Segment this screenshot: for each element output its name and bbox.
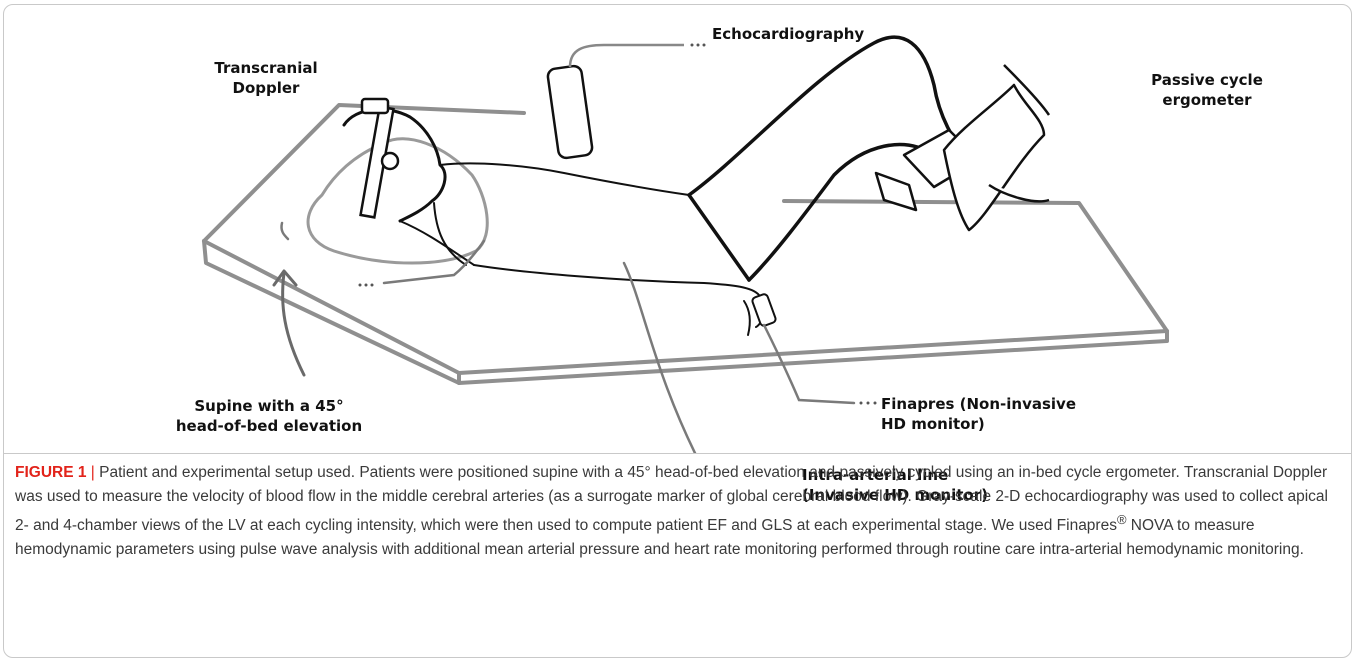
cycle-ergometer-drawing bbox=[876, 65, 1049, 230]
caption-separator: | bbox=[86, 464, 99, 481]
figure-caption: FIGURE 1 | Patient and experimental setu… bbox=[15, 461, 1345, 561]
figure-frame: Transcranial Doppler Echocardiography Pa… bbox=[3, 4, 1352, 658]
caption-divider bbox=[4, 453, 1351, 454]
transcranial-doppler-headset bbox=[361, 99, 398, 217]
patient-drawing bbox=[344, 37, 1014, 335]
label-transcranial-doppler: Transcranial Doppler bbox=[200, 58, 332, 98]
label-echocardiography: Echocardiography bbox=[712, 24, 902, 44]
finapres-cuff bbox=[751, 293, 776, 327]
label-passive-cycle-ergometer: Passive cycle ergometer bbox=[1112, 70, 1302, 110]
label-supine-elevation: Supine with a 45° head-of-bed elevation bbox=[164, 396, 374, 436]
label-finapres: Finapres (Non-invasive HD monitor) bbox=[881, 394, 1121, 434]
figure-number: FIGURE 1 bbox=[15, 464, 86, 481]
figure-illustration: Transcranial Doppler Echocardiography Pa… bbox=[4, 5, 1352, 453]
echocardiography-probe bbox=[547, 45, 684, 159]
